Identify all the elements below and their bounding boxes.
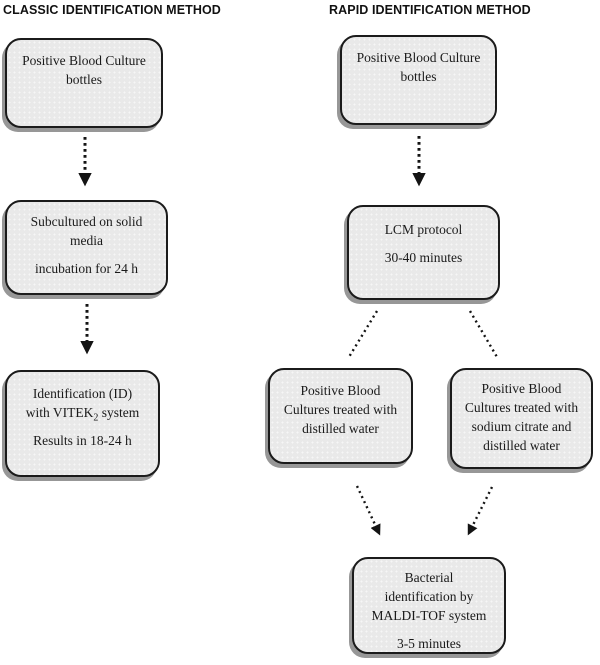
node-text-line: Positive Blood <box>481 381 562 396</box>
node-text-line: Cultures treated with <box>464 400 579 415</box>
node-text-line: Cultures treated with <box>283 402 398 417</box>
arrow-branch-citrate-to-maldi <box>467 486 494 536</box>
node-classic-vitek-identification: Identification (ID) with VITEK2 system R… <box>5 370 160 477</box>
node-text-line: with VITEK2 system <box>7 403 158 424</box>
node-text-line: 30-40 minutes <box>384 250 463 265</box>
node-branch-distilled-water: Positive Blood Cultures treated with dis… <box>268 368 413 464</box>
node-text-line: Subcultured on solid <box>30 214 143 229</box>
arrow-rapid-step2-to-branch-water <box>347 310 379 358</box>
classic-method-heading: CLASSIC IDENTIFICATION METHOD <box>3 3 221 17</box>
node-text-line: media <box>70 233 103 248</box>
node-text-line: Positive Blood Culture <box>22 53 146 68</box>
node-maldi-tof-identification: Bacterial identification by MALDI-TOF sy… <box>352 557 506 654</box>
node-text-line: LCM protocol <box>384 222 463 237</box>
node-text-line: incubation for 24 h <box>34 261 139 276</box>
node-text-line: sodium citrate and <box>471 419 572 434</box>
node-rapid-lcm-protocol: LCM protocol 30-40 minutes <box>347 205 500 300</box>
node-classic-blood-culture-bottles: Positive Blood Culture bottles <box>5 38 163 128</box>
node-text-line: distilled water <box>302 421 379 436</box>
arrow-rapid-step2-to-branch-citrate <box>468 310 499 358</box>
node-text-line: distilled water <box>483 438 560 453</box>
rapid-method-heading: RAPID IDENTIFICATION METHOD <box>329 3 531 17</box>
vitek-text-suffix: system <box>98 405 140 420</box>
node-text-line: Results in 18-24 h <box>33 433 132 448</box>
node-text-line: bottles <box>66 72 102 87</box>
node-rapid-blood-culture-bottles: Positive Blood Culture bottles <box>340 35 497 125</box>
arrow-branch-water-to-maldi <box>355 485 381 536</box>
node-text-line: Positive Blood Culture <box>356 50 481 65</box>
node-text-line: Identification (ID) <box>32 386 133 401</box>
vitek-subscript: 2 <box>93 412 99 424</box>
vitek-text: with VITEK <box>25 405 94 420</box>
node-text-line: Positive Blood <box>300 383 381 398</box>
node-text-line: MALDI-TOF system <box>371 608 487 623</box>
node-text-line: 3-5 minutes <box>396 636 462 651</box>
node-text-line: bottles <box>400 69 437 84</box>
node-text-line: identification by <box>384 589 474 604</box>
node-branch-sodium-citrate: Positive Blood Cultures treated with sod… <box>450 368 593 469</box>
node-classic-subcultured: Subcultured on solid media incubation fo… <box>5 200 168 295</box>
node-text-line: Bacterial <box>404 570 454 585</box>
